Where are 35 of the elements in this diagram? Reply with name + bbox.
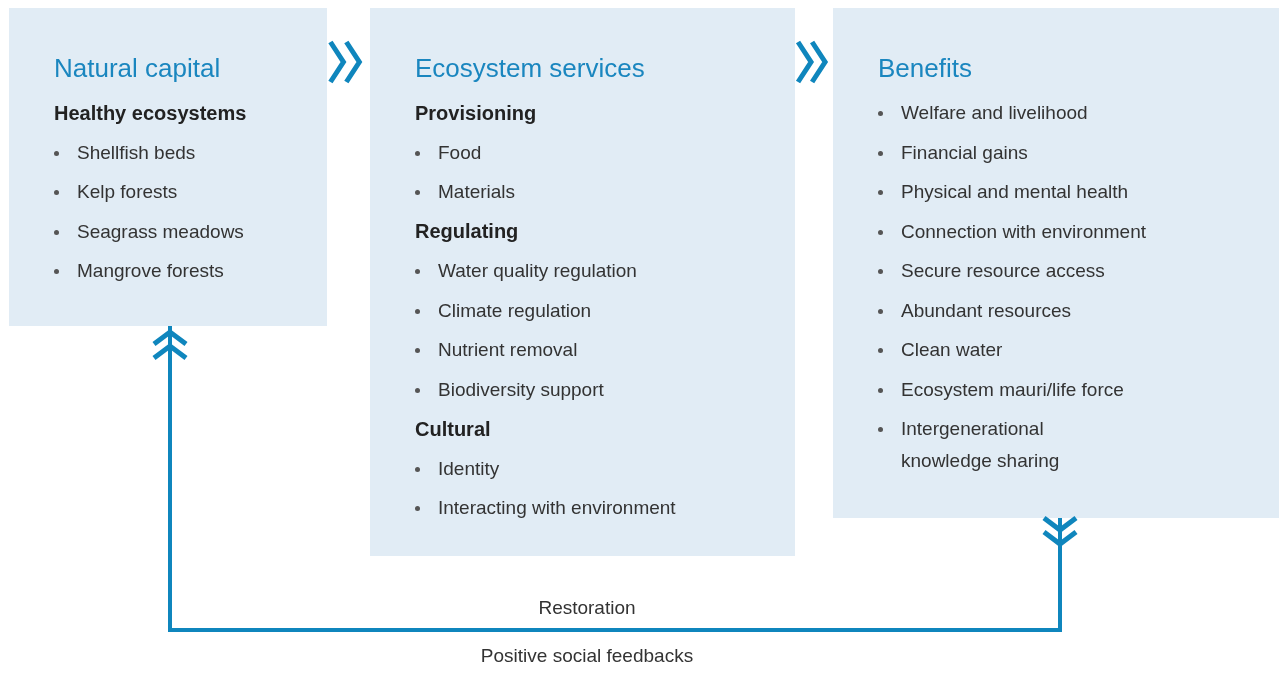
bullet-item: Nutrient removal [438, 338, 578, 362]
edge-label: Restoration [537, 596, 637, 620]
bullet-item: Climate regulation [438, 298, 592, 323]
bullet-item: Water quality regulation [438, 259, 637, 283]
bullet-item: Identity [438, 456, 500, 481]
bullet-item: Clean water [901, 338, 1003, 362]
subheading: Healthy ecosystems [54, 100, 247, 126]
bullet-item: Interacting with environment [438, 496, 676, 520]
bullet-item: Financial gains [901, 140, 1028, 165]
category-panel [9, 8, 327, 326]
bullet-item: Mangrove forests [77, 259, 224, 283]
chevron-arrow [327, 39, 363, 85]
category-panel [833, 8, 1279, 518]
panel-heading: Ecosystem services [415, 52, 645, 85]
bullet-item: Biodiversity support [438, 377, 604, 402]
panel-heading: Benefits [878, 52, 972, 85]
bullet-item: Intergenerational knowledge sharing [901, 417, 1061, 473]
chevron-arrow [795, 39, 829, 85]
bullet-item: Abundant resources [901, 298, 1072, 323]
bullet-item: Shellfish beds [77, 140, 196, 165]
bullet-item: Connection with environment [901, 219, 1147, 244]
subheading: Provisioning [415, 100, 537, 126]
category-panel [370, 8, 795, 556]
bullet-item: Ecosystem mauri/life force [901, 377, 1124, 402]
bullet-item: Materials [438, 180, 516, 204]
panel-heading: Natural capital [54, 52, 221, 85]
bullet-item: Seagrass meadows [77, 219, 244, 244]
loop-caption: Positive social feedbacks [479, 644, 695, 668]
subheading: Regulating [415, 219, 519, 245]
bullet-item: Secure resource access [901, 259, 1105, 283]
bullet-item: Welfare and livelihood [901, 101, 1088, 125]
subheading: Cultural [415, 416, 491, 442]
bullet-item: Physical and mental health [901, 180, 1129, 204]
bullet-item: Food [438, 140, 482, 165]
bullet-item: Kelp forests [77, 180, 178, 204]
